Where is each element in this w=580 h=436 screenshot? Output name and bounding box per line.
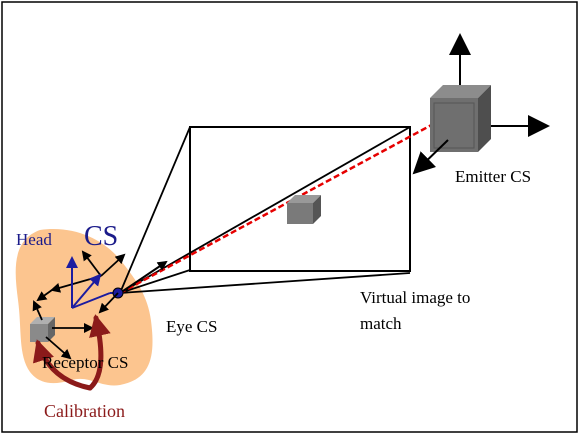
eye-cs-label: Eye CS: [166, 317, 217, 336]
sight-line: [119, 113, 451, 295]
emitter-cs-label: Emitter CS: [455, 167, 531, 186]
emitter-axes: [412, 33, 550, 175]
virtual-object-cube-icon: [287, 195, 321, 224]
receptor-cube-icon: [30, 317, 55, 342]
virtual-image-label-line2: match: [360, 314, 402, 333]
head-label: Head: [16, 230, 52, 249]
calibration-label: Calibration: [44, 401, 125, 421]
receptor-cs-label: Receptor CS: [42, 353, 128, 372]
eye-arrow: [119, 260, 168, 294]
view-frustum: [119, 126, 411, 294]
virtual-image-label-line1: Virtual image to: [360, 288, 470, 307]
head-cs-label: CS: [84, 221, 118, 252]
virtual-image-plane: [189, 126, 411, 272]
eye-axes: [98, 292, 119, 314]
calibration-arrows: [32, 314, 111, 391]
emitter-cube-icon: [430, 85, 491, 152]
